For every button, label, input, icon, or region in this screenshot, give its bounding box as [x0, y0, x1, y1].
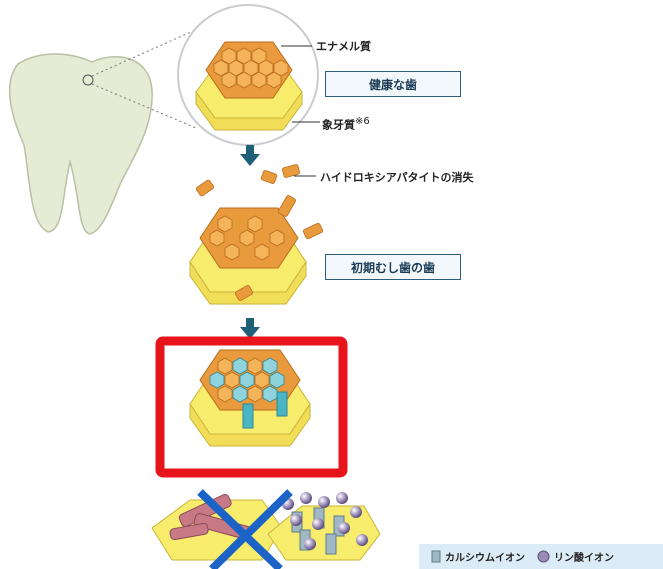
calcium-icon [431, 550, 441, 563]
bottom-illustration [151, 492, 381, 561]
label-dentin: 象牙質※6 [322, 116, 370, 133]
label-early-caries: 初期むし歯の歯 [325, 254, 461, 280]
tooth-illustration [8, 53, 153, 235]
magnify-point-icon [82, 74, 94, 86]
dentin-note: ※6 [355, 116, 370, 127]
arrow-down-icon [240, 145, 260, 166]
phosphate-icon [537, 550, 550, 563]
highlight-frame [155, 336, 348, 478]
early-caries-text: 初期むし歯の歯 [350, 260, 435, 275]
early-caries-block [189, 164, 324, 305]
legend-phosphate: リン酸イオン [537, 549, 614, 564]
dentin-text: 象牙質 [322, 118, 355, 132]
legend-calcium-label: カルシウムイオン [445, 553, 525, 564]
healthy-tooth-text: 健康な歯 [368, 77, 417, 92]
legend-calcium: カルシウムイオン [431, 549, 525, 564]
ion-legend: カルシウムイオン リン酸イオン [419, 544, 663, 569]
zoom-line-bottom [91, 83, 197, 129]
label-ha-loss: ハイドロキシアパタイトの消失 [320, 171, 474, 184]
label-healthy-tooth: 健康な歯 [325, 71, 461, 97]
healthy-enamel-block [195, 41, 303, 131]
label-enamel: エナメル質 [316, 40, 371, 53]
arrow-down-icon [240, 318, 260, 339]
cross-icon [197, 489, 293, 569]
legend-phosphate-label: リン酸イオン [554, 553, 614, 564]
remineralized-block [189, 349, 311, 447]
